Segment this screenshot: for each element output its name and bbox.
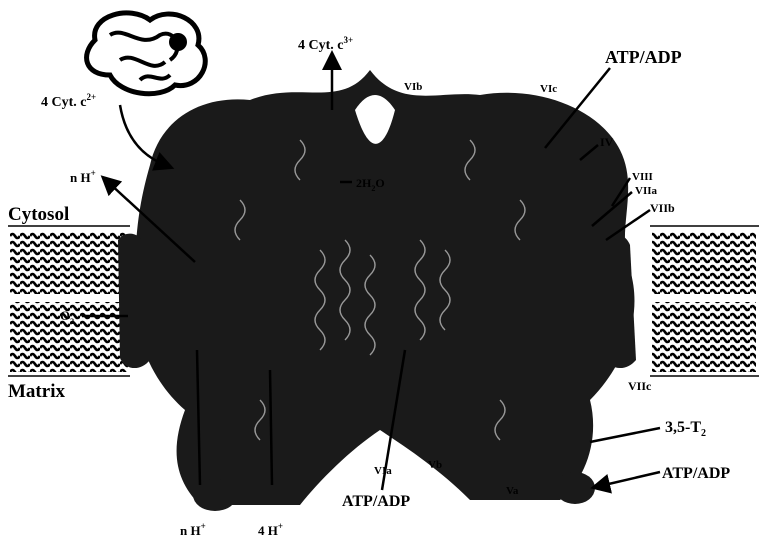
protein-complex — [118, 70, 636, 511]
arrow-atp-adp-bottom-right — [600, 472, 660, 486]
label-va: Va — [506, 485, 519, 497]
label-viii: VIII — [632, 171, 653, 183]
label-via: VIa — [374, 465, 392, 477]
label-iv: IV — [600, 135, 614, 149]
label-atp-adp-bottom-right: ATP/ADP — [662, 465, 730, 482]
label-viib: VIIb — [650, 201, 675, 215]
right-lipid-upper — [652, 232, 756, 294]
label-cyt-c-left: 4 Cyt. c2+ — [41, 92, 96, 110]
arrow-t2 — [590, 428, 660, 442]
label-t2: 3,5-T2 — [665, 419, 706, 439]
label-4h-bottom: 4 H+ — [258, 521, 283, 538]
label-viic: VIIc — [628, 379, 652, 393]
label-matrix: Matrix — [8, 381, 65, 402]
left-lipid-upper — [10, 232, 128, 294]
label-cytosol: Cytosol — [8, 204, 69, 225]
label-nh-bottom: n H+ — [180, 521, 206, 538]
label-cyt-c-top: 4 Cyt. c3+ — [298, 35, 353, 53]
label-vic: VIc — [540, 83, 557, 95]
label-vib: VIb — [404, 81, 422, 93]
label-viia: VIIa — [635, 185, 658, 197]
right-lipid-lower — [652, 302, 756, 372]
label-nh-top: n H+ — [70, 168, 96, 185]
label-vb: Vb — [428, 459, 442, 471]
label-atp-adp-top: ATP/ADP — [605, 47, 682, 67]
cytochrome-c-molecule — [87, 13, 206, 94]
label-atp-adp-bottom-mid: ATP/ADP — [342, 493, 410, 510]
